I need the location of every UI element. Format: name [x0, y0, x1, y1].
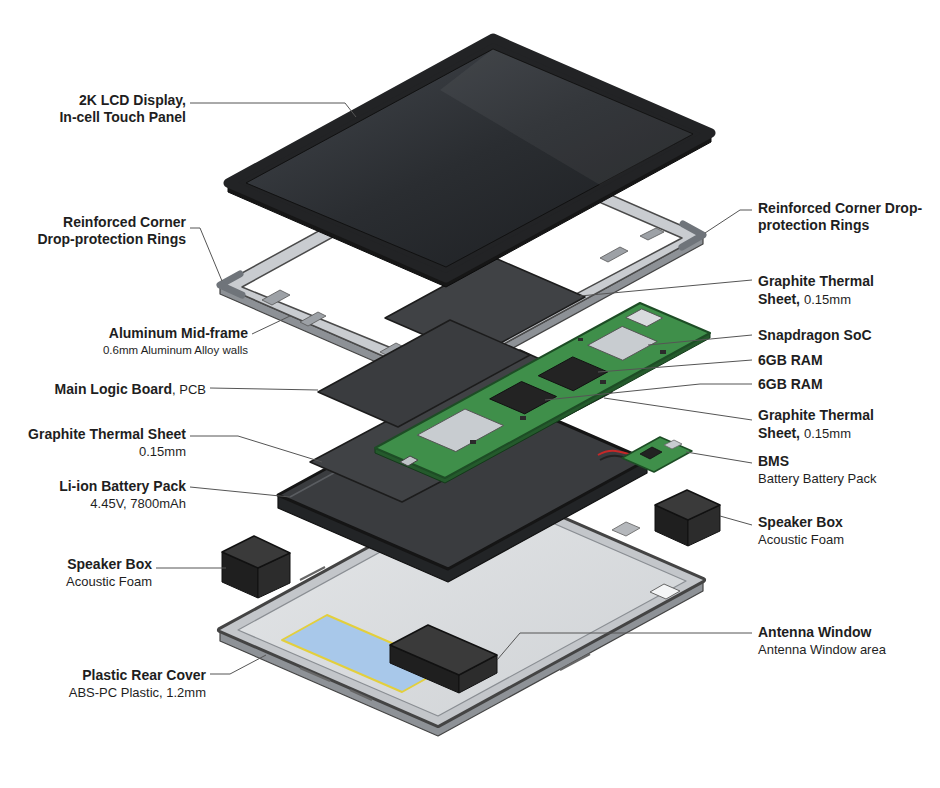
ram-chip [490, 382, 557, 414]
callout-text: 6GB RAM [758, 352, 933, 369]
spec-label: , PCB [172, 382, 206, 397]
part-label: Reinforced Corner Drop-protection Rings [758, 200, 923, 234]
soc-shield [588, 326, 657, 360]
rear-cover-slot [560, 654, 590, 670]
callout-text: 2K LCD Display,In-cell Touch Panel [6, 92, 186, 126]
part-label: In-cell Touch Panel [6, 109, 186, 126]
spec-label: 4.45V, 7800mAh [6, 495, 186, 512]
callout-text: Speaker BoxAcoustic Foam [2, 556, 152, 590]
callout-text: Reinforced Corner Drop-protection Rings [758, 200, 923, 234]
rear-cover-slot [300, 668, 330, 681]
bms-connector [664, 440, 682, 449]
callout-text: Li-ion Battery Pack4.45V, 7800mAh [6, 478, 186, 512]
part-label: Aluminum Mid-frame [18, 325, 248, 342]
callout-text: Aluminum Mid-frame0.6mm Aluminum Alloy w… [18, 325, 248, 359]
spec-label: Acoustic Foam [2, 573, 152, 590]
speaker-box [222, 536, 290, 598]
callout-text: Graphite Thermal Sheet,0.15mm [758, 406, 893, 442]
callout-text: Graphite Thermal Sheet0.15mm [6, 426, 186, 460]
callout-text: Main Logic Board, PCB [6, 380, 206, 398]
callout-text: Graphite Thermal Sheet,0.15mm [758, 272, 893, 308]
leader-line [156, 103, 752, 674]
part-label: Speaker Box [2, 556, 152, 573]
rf-shield [417, 409, 503, 452]
callout-text: Speaker BoxAcoustic Foam [758, 514, 933, 548]
spec-label: 0.15mm [6, 443, 186, 460]
spec-label: 0.15mm [804, 292, 851, 307]
rear-cover-slot [300, 567, 325, 580]
callout-text: BMSBattery Battery Pack [758, 453, 933, 487]
spec-label: Acoustic Foam [758, 531, 933, 548]
ram-chip [538, 357, 607, 391]
callout-text: 6GB RAM [758, 376, 933, 393]
camera-cutout [650, 584, 680, 599]
battery-wire [598, 451, 632, 455]
part-label: Graphite Thermal Sheet [6, 426, 186, 443]
callout-text: Reinforced Corner Drop-protection Rings [26, 214, 186, 248]
bms-chip [640, 447, 662, 459]
part-label: 6GB RAM [758, 352, 933, 369]
spec-label: ABS-PC Plastic, 1.2mm [6, 684, 206, 701]
speaker-box [390, 625, 497, 693]
spec-label: Battery Battery Pack [758, 470, 933, 487]
part-label: Speaker Box [758, 514, 933, 531]
part-label: Antenna Window [758, 624, 933, 641]
spec-label: 0.6mm Aluminum Alloy walls [18, 342, 248, 359]
battery-pack [278, 386, 647, 569]
spec-label: 0.15mm [804, 426, 851, 441]
part-label: Reinforced Corner Drop-protection Rings [26, 214, 186, 248]
speaker-box [655, 490, 720, 546]
spec-label: Antenna Window area [758, 641, 933, 658]
part-label: 2K LCD Display, [6, 92, 186, 109]
board-connector [626, 309, 663, 327]
callout-text: Antenna WindowAntenna Window area [758, 624, 933, 658]
bms-board [622, 437, 692, 472]
callout-text: Snapdragon SoC [758, 327, 933, 344]
rear-cover-slot [350, 690, 372, 700]
part-label: BMS [758, 453, 933, 470]
main-logic-board [375, 303, 710, 478]
callout-text: Plastic Rear CoverABS-PC Plastic, 1.2mm [6, 667, 206, 701]
display-screen [246, 49, 693, 267]
rear-cover-slot [612, 522, 640, 536]
part-label: Li-ion Battery Pack [6, 478, 186, 495]
part-label: 6GB RAM [758, 376, 933, 393]
usb-port [400, 456, 418, 466]
screen-glare [440, 49, 693, 185]
part-label: Snapdragon SoC [758, 327, 933, 344]
part-label: Main Logic Board [55, 381, 172, 397]
part-label: Plastic Rear Cover [6, 667, 206, 684]
lcd-display [228, 38, 711, 278]
